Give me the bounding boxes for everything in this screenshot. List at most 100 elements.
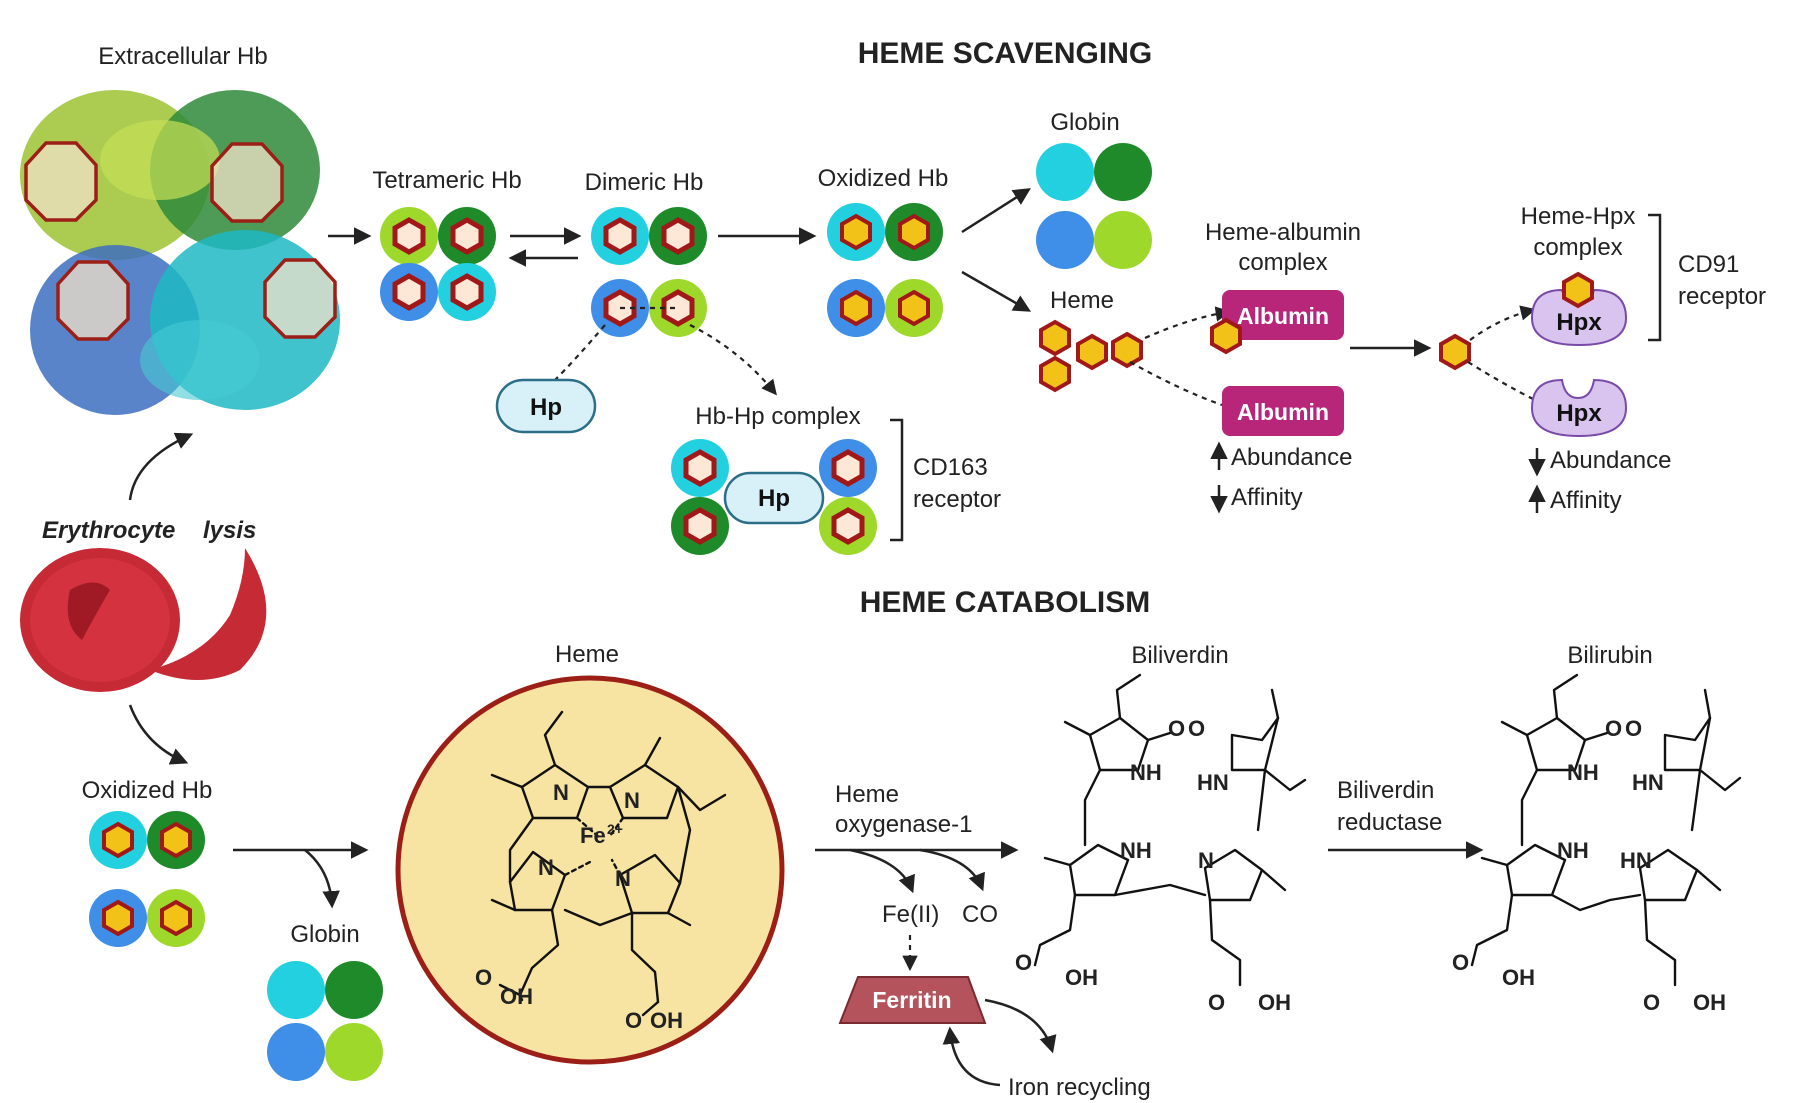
biliverdin-nh-2: NH xyxy=(1120,838,1152,863)
heme-n-3: N xyxy=(538,855,554,880)
label-tetrameric-hb: Tetrameric Hb xyxy=(372,167,521,194)
title-heme-catabolism: HEME CATABOLISM xyxy=(860,586,1151,619)
bilirubin-hn-2: HN xyxy=(1620,848,1652,873)
svg-text:Hp: Hp xyxy=(758,485,790,512)
albumin-affinity: Affinity xyxy=(1210,484,1303,514)
label-fe-ii: Fe(II) xyxy=(882,901,939,928)
bilirubin-nh-2: NH xyxy=(1557,838,1589,863)
hpx-bound-icon: Hpx xyxy=(1530,272,1628,347)
hb-hp-complex-icon: Hp xyxy=(671,439,877,555)
biliverdin-structure xyxy=(1033,673,1307,987)
label-heme-oxygenase-2: oxygenase-1 xyxy=(835,811,972,838)
heme-n-1: N xyxy=(553,780,569,805)
svg-text:Hpx: Hpx xyxy=(1556,309,1602,336)
arrow-to-globin-bottom xyxy=(304,849,340,909)
biliverdin-oh-2: OH xyxy=(1258,990,1291,1015)
label-heme-top: Heme xyxy=(1050,287,1114,314)
hpx-free-icon: Hpx xyxy=(1530,378,1628,438)
label-lysis: lysis xyxy=(203,517,256,544)
label-hb-hp-complex: Hb-Hp complex xyxy=(695,403,860,430)
label-oxidized-hb-bottom: Oxidized Hb xyxy=(82,777,213,804)
dashed-arrow-to-hp xyxy=(554,324,606,381)
hp-pill: Hp xyxy=(495,378,597,434)
label-co: CO xyxy=(962,901,998,928)
svg-text:Affinity: Affinity xyxy=(1550,487,1622,514)
globin-top-icon xyxy=(1036,143,1152,269)
label-biliverdin: Biliverdin xyxy=(1131,642,1228,669)
label-biliverdin-reductase-1: Biliverdin xyxy=(1337,777,1434,804)
svg-text:Affinity: Affinity xyxy=(1231,484,1303,511)
heme-fe: Fe xyxy=(580,823,606,848)
arrow-lysis-to-hb xyxy=(128,432,194,501)
label-globin-bottom: Globin xyxy=(290,921,359,948)
label-cd91-1: CD91 xyxy=(1678,251,1739,278)
arrow-to-globin-top xyxy=(961,188,1031,234)
hpx-abundance: Abundance xyxy=(1528,447,1671,477)
label-erythrocyte: Erythrocyte xyxy=(42,517,175,544)
dashed-arrow-to-hpx xyxy=(1469,305,1536,341)
label-heme-bottom: Heme xyxy=(555,641,619,668)
arrow-iron-recycling-in xyxy=(942,1026,1001,1087)
heme-o-1: O xyxy=(475,965,492,990)
heme-o-2: O xyxy=(625,1008,642,1033)
albumin-free-box: Albumin xyxy=(1222,386,1344,436)
svg-text:Abundance: Abundance xyxy=(1231,444,1352,471)
label-dimeric-hb: Dimeric Hb xyxy=(585,169,704,196)
bilirubin-oh-1: OH xyxy=(1502,965,1535,990)
label-cd163-1: CD163 xyxy=(913,454,988,481)
bilirubin-oh-2: OH xyxy=(1693,990,1726,1015)
globin-bottom-icon xyxy=(267,961,383,1081)
heme-oh-2: OH xyxy=(650,1008,683,1033)
label-heme-hpx-1: Heme-Hpx xyxy=(1521,203,1636,230)
erythrocyte-icon xyxy=(20,548,180,692)
label-extracellular-hb: Extracellular Hb xyxy=(98,43,267,70)
bilirubin-o-4: O xyxy=(1643,990,1660,1015)
arrow-to-heme-top xyxy=(961,270,1032,312)
albumin-bound-box: Albumin xyxy=(1210,290,1344,354)
svg-text:Albumin: Albumin xyxy=(1237,399,1329,425)
biliverdin-o-2: O xyxy=(1188,716,1205,741)
label-iron-recycling: Iron recycling xyxy=(1008,1074,1151,1101)
dashed-line-to-hpx xyxy=(1467,361,1536,401)
bilirubin-o-3: O xyxy=(1452,950,1469,975)
svg-text:Albumin: Albumin xyxy=(1237,303,1329,329)
label-biliverdin-reductase-2: reductase xyxy=(1337,809,1442,836)
title-heme-scavenging: HEME SCAVENGING xyxy=(858,37,1152,70)
arrow-lysis-to-oxidized xyxy=(128,704,189,765)
oxidized-hb-bottom-icon xyxy=(89,811,205,947)
heme-molecules-icon xyxy=(1039,320,1143,392)
label-heme-albumin-1: Heme-albumin xyxy=(1205,219,1361,246)
bilirubin-o-2: O xyxy=(1625,716,1642,741)
svg-text:Abundance: Abundance xyxy=(1550,447,1671,474)
heme-fe-charge: 2+ xyxy=(607,821,623,837)
biliverdin-hn-1: HN xyxy=(1197,770,1229,795)
svg-text:Hpx: Hpx xyxy=(1556,400,1602,427)
label-cd91-2: receptor xyxy=(1678,283,1766,310)
biliverdin-nh-1: NH xyxy=(1130,760,1162,785)
albumin-abundance: Abundance xyxy=(1210,441,1352,471)
oxidized-hb-top-icon xyxy=(827,203,943,337)
label-cd163-2: receptor xyxy=(913,486,1001,513)
arrow-to-co xyxy=(919,848,985,892)
heme-oh-1: OH xyxy=(500,984,533,1009)
svg-text:Hp: Hp xyxy=(530,394,562,421)
label-heme-hpx-2: complex xyxy=(1533,234,1622,261)
ferritin-box: Ferritin xyxy=(838,976,987,1024)
bilirubin-hn-1: HN xyxy=(1632,770,1664,795)
biliverdin-n: N xyxy=(1198,848,1214,873)
cd91-bracket xyxy=(1648,213,1662,342)
biliverdin-o-3: O xyxy=(1015,950,1032,975)
cd163-bracket xyxy=(890,418,904,542)
bilirubin-o-1: O xyxy=(1605,716,1622,741)
biliverdin-oh-1: OH xyxy=(1065,965,1098,990)
tetrameric-hb-icon xyxy=(380,207,496,321)
bilirubin-structure xyxy=(1470,673,1742,987)
biliverdin-o-4: O xyxy=(1208,990,1225,1015)
arrow-iron-recycling-out xyxy=(984,998,1057,1054)
arrow-to-fe xyxy=(849,848,915,894)
heme-circle xyxy=(395,675,785,1065)
sickle-cell-icon xyxy=(150,548,267,680)
dashed-line-heme-to-albumin xyxy=(1129,361,1223,407)
bilirubin-nh-1: NH xyxy=(1567,760,1599,785)
svg-text:Ferritin: Ferritin xyxy=(872,987,951,1013)
